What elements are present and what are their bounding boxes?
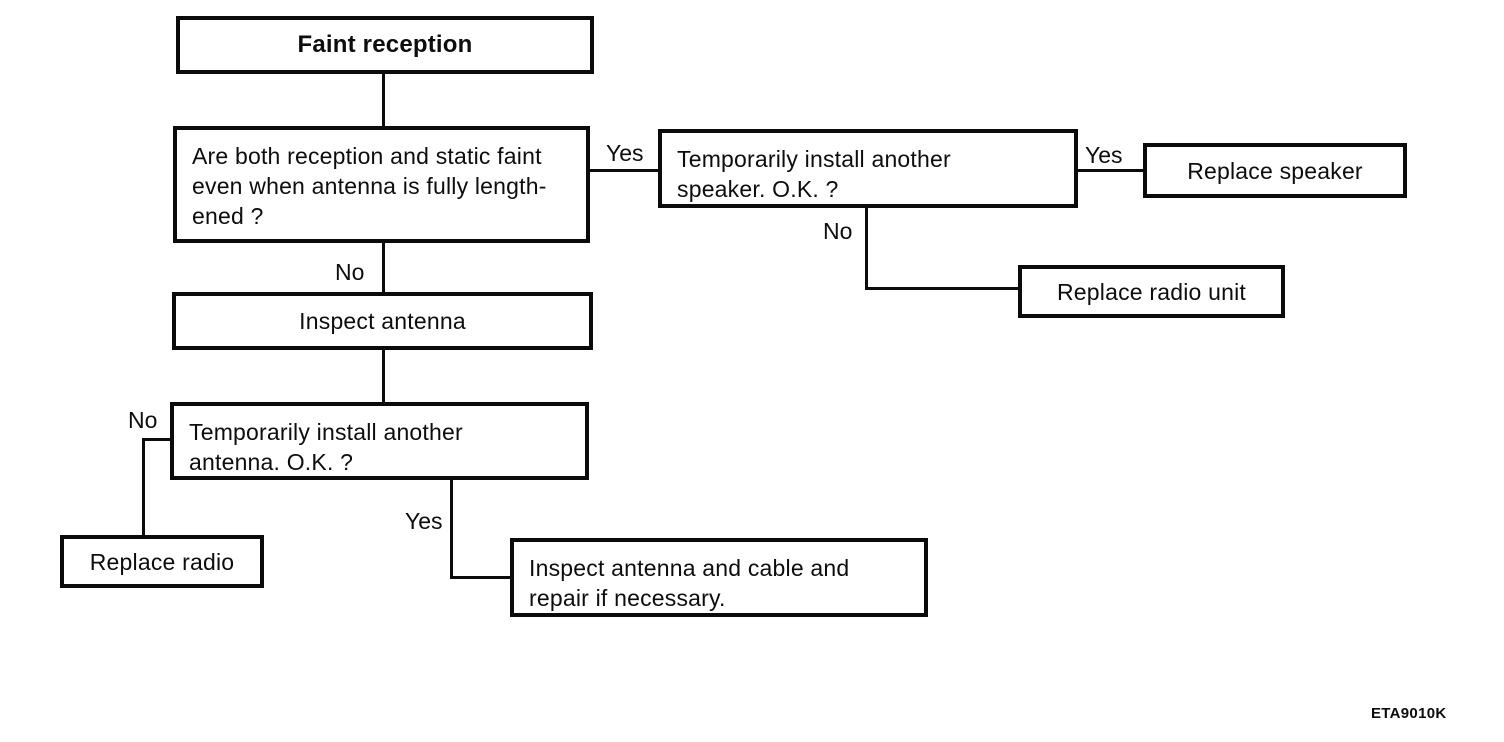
connector-question-no-to-inspect-antenna (382, 242, 385, 292)
node-replace-speaker: Replace speaker (1143, 143, 1407, 198)
connector-speaker-yes-to-replace-speaker (1077, 169, 1143, 172)
connector-question-yes-to-speaker (590, 169, 658, 172)
edge-label-speaker-no: No (823, 218, 853, 244)
node-install-speaker: Temporarily install another speaker. O.K… (658, 129, 1078, 208)
connector-inspect-to-install-antenna (382, 349, 385, 402)
connector-antenna-yes-to-inspect-cable (450, 576, 510, 579)
node-question-reception-static: Are both reception and static faint even… (173, 126, 590, 243)
connector-antenna-no-horizontal (142, 438, 170, 441)
node-faint-reception: Faint reception (176, 16, 594, 74)
node-install-antenna: Temporarily install another antenna. O.K… (170, 402, 589, 480)
connector-speaker-no-to-replace-radio-unit (865, 287, 1018, 290)
connector-antenna-no-to-replace-radio (142, 438, 145, 535)
edge-label-antenna-yes: Yes (405, 508, 443, 534)
connector-faint-to-question (382, 74, 385, 128)
node-inspect-cable: Inspect antenna and cable and repair if … (510, 538, 928, 617)
node-replace-radio-unit: Replace radio unit (1018, 265, 1285, 318)
edge-label-question-no: No (335, 259, 365, 285)
node-inspect-antenna: Inspect antenna (172, 292, 593, 350)
node-replace-radio: Replace radio (60, 535, 264, 588)
page-reference-code: ETA9010K (1371, 705, 1447, 722)
edge-label-question-yes: Yes (606, 140, 644, 166)
connector-antenna-yes-vertical (450, 479, 453, 579)
edge-label-speaker-yes: Yes (1085, 142, 1123, 168)
connector-speaker-no-vertical (865, 207, 868, 290)
edge-label-antenna-no: No (128, 407, 158, 433)
